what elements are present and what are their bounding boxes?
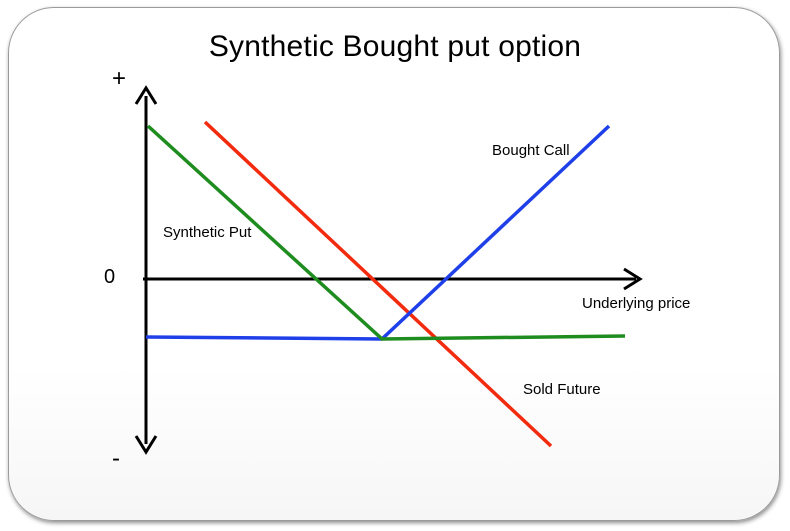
- y-axis-minus-label: -: [112, 445, 120, 472]
- origin-zero-label: 0: [104, 266, 115, 288]
- synthetic-put-label: Synthetic Put: [163, 224, 252, 241]
- sold-future-line: [203, 120, 553, 448]
- x-axis-arrow: [623, 267, 643, 291]
- diagram-title: Synthetic Bought put option: [208, 30, 582, 63]
- y-axis-arrow-top: [134, 85, 158, 105]
- y-axis-plus-label: +: [112, 65, 126, 92]
- sold-future-label: Sold Future: [523, 381, 601, 398]
- synthetic-put-line: [146, 124, 626, 341]
- diagram-card: [8, 7, 780, 521]
- y-axis-arrow-bottom: [134, 435, 158, 455]
- x-axis-label: Underlying price: [582, 295, 690, 312]
- bought-call-label: Bought Call: [492, 142, 570, 159]
